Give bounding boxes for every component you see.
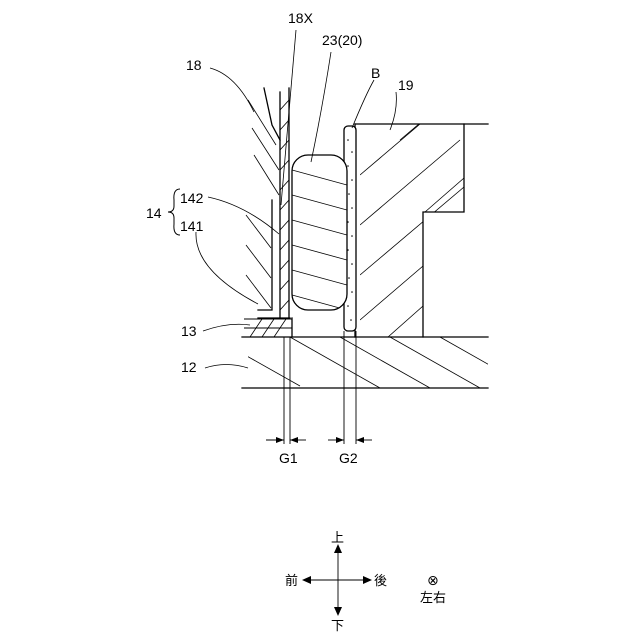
label-18: 18 [186,57,202,73]
label-B: B [371,65,380,81]
direction-up-label: 上 [331,531,344,546]
label-141: 141 [180,218,204,234]
layer-13 [244,318,292,337]
label-13: 13 [181,323,197,339]
brace-14 [168,189,180,235]
direction-left-right-label: 左右 [420,591,446,606]
member-23-20 [292,155,347,310]
label-18X: 18X [288,10,314,26]
direction-down-label: 下 [331,619,344,634]
label-G2: G2 [339,450,358,466]
label-12: 12 [181,359,197,375]
member-18 [248,88,280,195]
direction-front-label: 前 [285,573,298,589]
member-19 [355,86,488,337]
into-page-icon: ⊗ [427,572,439,588]
arrow-right-icon [363,576,372,584]
label-14: 14 [146,205,162,221]
member-141 [246,200,290,318]
label-142: 142 [180,190,204,206]
label-23-20: 23(20) [322,32,362,48]
gap-dimension-G1 [266,337,306,444]
direction-rear-label: 後 [374,574,387,589]
arrow-left-icon [302,576,311,584]
plate-12 [242,337,530,388]
arrow-down-icon [334,607,342,616]
label-G1: G1 [279,450,298,466]
direction-indicator: 上 下 前 後 ⊗ 左右 [285,531,446,634]
label-19: 19 [398,77,414,93]
